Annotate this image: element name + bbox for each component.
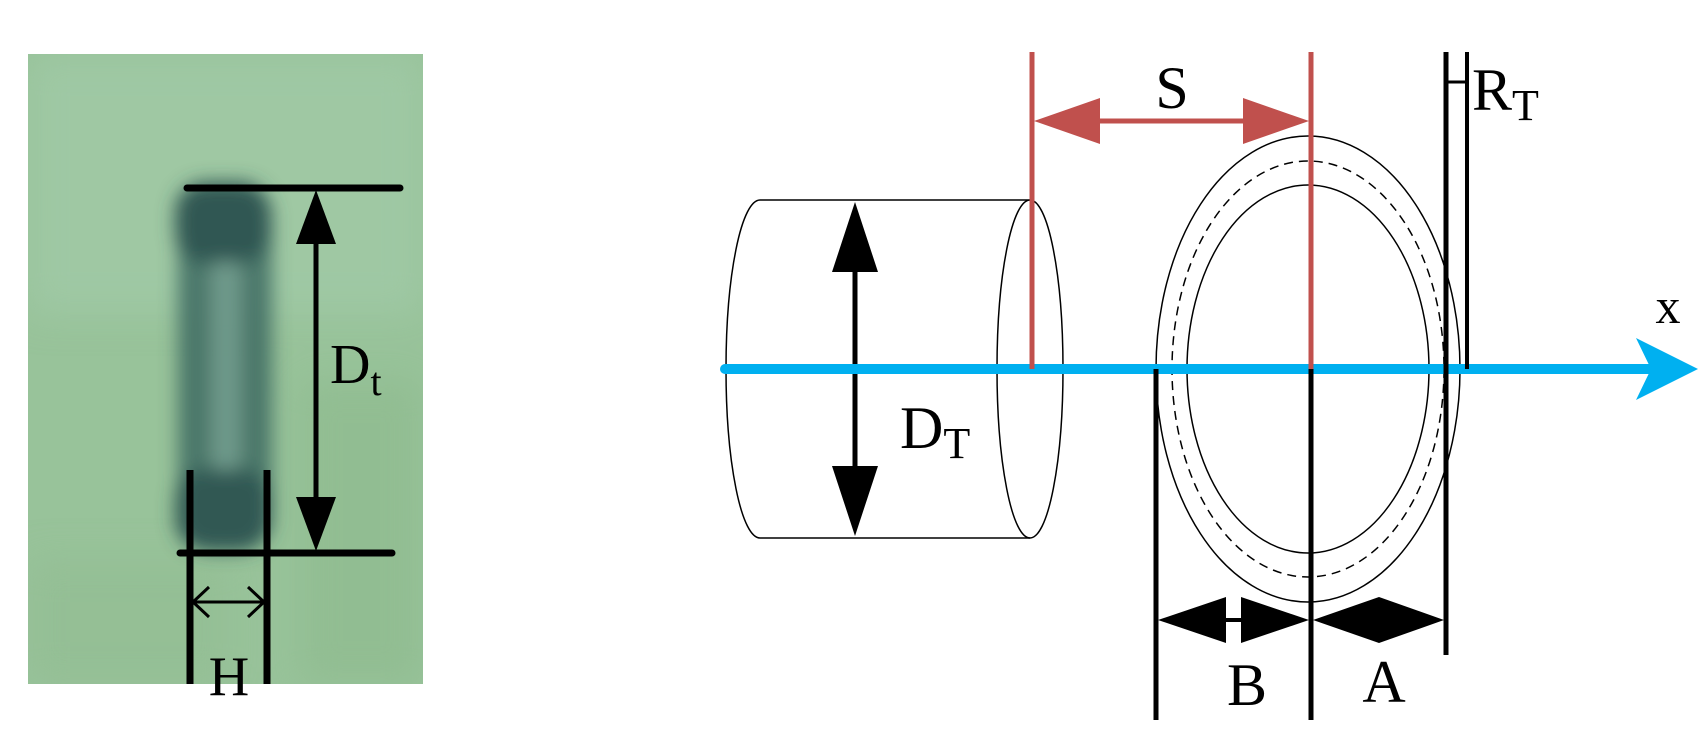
h-arrow-right [246,585,267,619]
dT-label: DT [900,395,970,468]
blurred-ring [175,182,272,552]
x-axis-label: x [1656,278,1681,334]
s-arrow-right [1243,98,1309,144]
dt-arrow-down [296,497,336,551]
h-label: H [209,646,249,708]
h-arrow-left [190,585,211,619]
photo-panel: Dt H [28,54,423,708]
b-arrow-left [1158,597,1226,643]
dt-label: Dt [330,334,382,404]
dT-arrow-down [832,466,878,536]
a-label: A [1362,649,1405,715]
schematic-panel: DT x S RT B A [720,52,1698,720]
x-axis-arrowhead [1636,338,1698,400]
s-label: S [1155,55,1188,121]
b-label: B [1227,652,1267,718]
s-arrow-left [1034,98,1100,144]
b-arrow-right [1241,597,1309,643]
dt-arrow-up [296,190,336,244]
rt-label: RT [1472,57,1539,130]
a-dimension-shape [1313,597,1444,643]
dT-arrow-up [832,202,878,272]
